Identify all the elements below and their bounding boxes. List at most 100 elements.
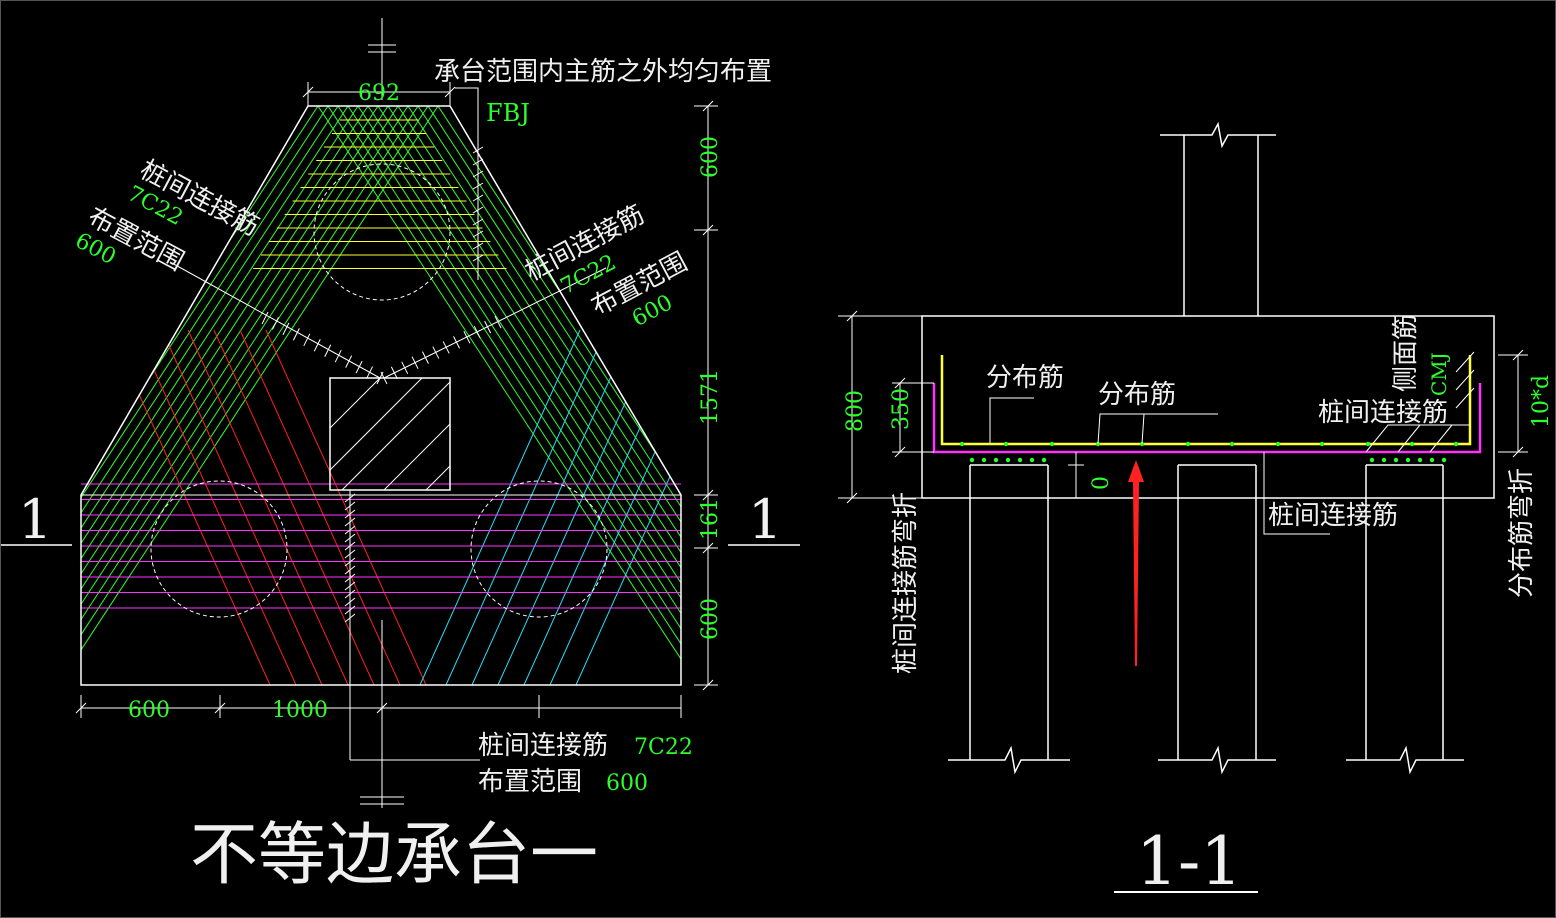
leader-tick [313, 339, 321, 352]
note-top: 承台范围内主筋之外均匀布置 [434, 57, 772, 87]
dim-right [694, 100, 718, 691]
leader-tick [344, 565, 356, 575]
dim-bottom-1: 600 [128, 698, 170, 723]
section-column [1160, 121, 1276, 316]
green-rebar [81, 106, 389, 685]
section-dims [838, 310, 1528, 504]
green-rebar [377, 106, 681, 685]
rebar-dot [1369, 457, 1375, 463]
rebar-dot [1393, 457, 1399, 463]
section-leaders [989, 351, 1475, 535]
red-rebar [265, 329, 427, 685]
rebar-dot [1409, 441, 1415, 447]
red-rebar [239, 329, 401, 685]
rebar-dot [1017, 457, 1023, 463]
bottom-conn-spec: 7C22 [634, 735, 693, 760]
fbj-label: FBJ [486, 99, 530, 127]
green-rebar [427, 106, 681, 685]
red-arrow [1128, 460, 1144, 666]
green-rebar [81, 106, 359, 685]
rebar-dot [1041, 457, 1047, 463]
rebar-dot [1229, 441, 1235, 447]
bottom-range-value: 600 [606, 771, 648, 796]
section-mark-left: 1 [18, 488, 52, 551]
cyan-rebar [445, 329, 607, 685]
dim-right-3: 161 [698, 498, 723, 540]
leader-tick [453, 336, 460, 349]
leader-ticks [261, 146, 502, 623]
green-rebar [81, 106, 379, 685]
green-rebar [407, 106, 681, 685]
rebar-dot [1365, 441, 1371, 447]
dim-right-1: 600 [698, 136, 723, 178]
leader-tick [344, 533, 356, 543]
dim-top [302, 82, 456, 106]
cyan-rebar [497, 329, 659, 685]
section-cmj: CMJ [1427, 352, 1451, 396]
left-conn-labels: 桩间连接筋 7C22 布置范围 600 [71, 155, 264, 277]
magenta-rebar-lines [81, 483, 681, 609]
leader-tick [345, 355, 353, 368]
section-dist-bar [940, 355, 1472, 446]
section-dim-height: 800 [843, 390, 868, 432]
leader-tick [344, 541, 356, 551]
rebar-dot [1417, 457, 1423, 463]
bottom-range-label: 布置范围 [478, 767, 582, 797]
green-rebar [81, 106, 349, 685]
section-dim-depth: 350 [889, 388, 914, 430]
leader-tick [344, 597, 356, 607]
leader-tick [261, 311, 269, 325]
fbj-leader [455, 87, 479, 280]
leader-tick [344, 605, 356, 615]
column-box [329, 377, 451, 491]
cyan-rebar [575, 329, 681, 685]
green-rebar [417, 106, 681, 685]
leader-tick [380, 371, 388, 385]
leader-tick [463, 331, 471, 344]
leader-tick [344, 557, 356, 567]
section-view: 800 350 0 10*d 分布筋 分布筋 桩间连接筋 桩间连接筋 侧面筋 C… [838, 121, 1554, 900]
leader-tick [334, 349, 342, 363]
leader-tick [282, 322, 290, 336]
section-conn-bar-bottom: 桩间连接筋 [1268, 501, 1398, 531]
rebar-dot [1003, 441, 1009, 447]
section-dist-bend: 分布筋弯折 [1507, 468, 1537, 598]
leader-tick [344, 493, 356, 503]
leader-tick [366, 366, 373, 379]
dim-right-2: 1571 [698, 369, 723, 425]
rebar-dot [1319, 441, 1325, 447]
dim-bottom-2: 1000 [272, 698, 328, 723]
pile-circle-top [313, 163, 451, 301]
green-rebar [317, 106, 681, 685]
section-conn-bar-right: 桩间连接筋 [1318, 398, 1448, 428]
column-hatch [329, 377, 451, 491]
right-conn-labels: 桩间连接筋 7C22 布置范围 600 [520, 200, 692, 332]
rebar-dot [1275, 441, 1281, 447]
cyan-rebar [419, 329, 581, 685]
leader-tick [390, 366, 398, 380]
section-conn-bend: 桩间连接筋弯折 [891, 492, 921, 674]
cyan-rebar [471, 329, 633, 685]
leader-tick [292, 328, 300, 341]
leader-tick [344, 581, 356, 591]
leader-tick [355, 360, 363, 374]
rebar-dot [1429, 457, 1435, 463]
plan-title: 不等边承台一 [190, 816, 598, 895]
section-conn-bar [932, 383, 1482, 454]
leader-tick [473, 325, 481, 339]
rebar-dot [1185, 441, 1191, 447]
green-rebar-hatch [81, 106, 681, 685]
leader-tick [303, 333, 311, 347]
green-rebar [327, 106, 681, 685]
rebar-dot [981, 457, 987, 463]
axis-lines [349, 18, 480, 808]
section-dist-bar-1: 分布筋 [986, 363, 1064, 393]
leader-tick [344, 573, 356, 583]
plan-view: 692 600 1571 161 600 600 1000 [0, 18, 800, 895]
cyan-rebar-lines [419, 329, 681, 685]
leader-tick [272, 317, 279, 330]
rebar-dot [969, 457, 975, 463]
section-dist-bar-2: 分布筋 [1098, 380, 1176, 410]
pile-circle-right [470, 480, 608, 618]
